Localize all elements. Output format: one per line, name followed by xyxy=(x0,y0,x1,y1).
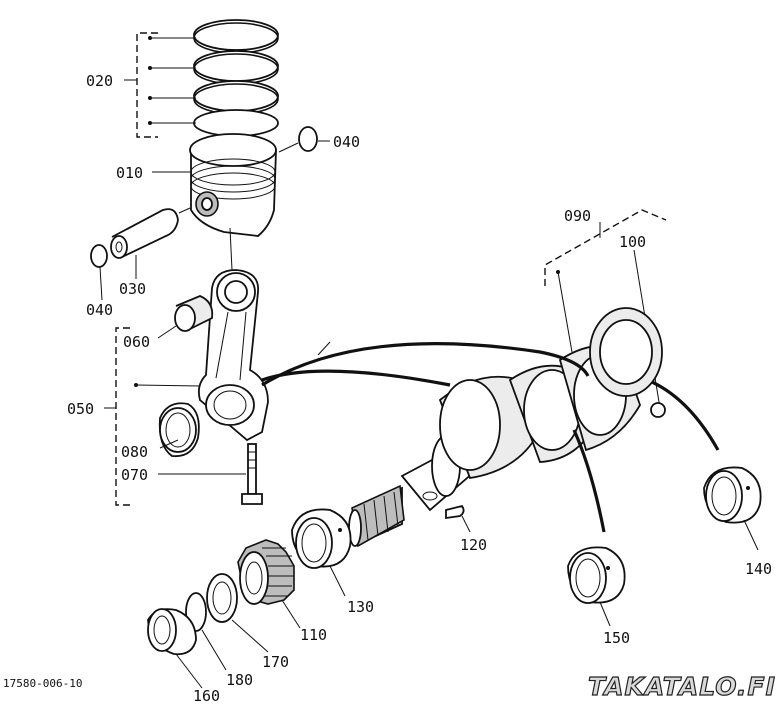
label-070: 070 xyxy=(121,466,148,484)
small-end-bushing xyxy=(174,295,214,332)
collar-160 xyxy=(147,608,197,656)
label-110: 110 xyxy=(300,626,327,644)
drawing-code: 17580-006-10 xyxy=(3,677,82,690)
snap-ring-lower xyxy=(90,244,108,268)
label-140: 140 xyxy=(745,560,772,578)
main-bearing-middle xyxy=(567,546,626,604)
piston-pin xyxy=(110,208,179,259)
group-bracket-020 xyxy=(124,32,196,138)
label-170: 170 xyxy=(262,653,289,671)
label-160: 160 xyxy=(193,687,220,704)
conrod-bracket xyxy=(104,327,201,506)
piston xyxy=(189,133,277,237)
label-040-lower: 040 xyxy=(86,301,113,319)
connecting-rod xyxy=(197,269,269,442)
label-080: 080 xyxy=(121,443,148,461)
label-020: 020 xyxy=(86,72,113,90)
label-040-upper: 040 xyxy=(333,133,360,151)
label-010: 010 xyxy=(116,164,143,182)
label-120: 120 xyxy=(460,536,487,554)
conrod-bolt xyxy=(241,443,263,505)
crankshaft xyxy=(348,307,666,548)
label-130: 130 xyxy=(347,598,374,616)
woodruff-key xyxy=(445,504,465,520)
crank-gear xyxy=(237,539,295,605)
piston-rings xyxy=(193,19,279,137)
label-100: 100 xyxy=(619,233,646,251)
label-060: 060 xyxy=(123,333,150,351)
bigend-bearing xyxy=(158,402,200,458)
label-050: 050 xyxy=(67,400,94,418)
label-180: 180 xyxy=(226,671,253,689)
label-150: 150 xyxy=(603,629,630,647)
watermark: TAKATALO.FI xyxy=(588,672,776,701)
main-bearing-rear xyxy=(703,466,762,524)
collar-170 xyxy=(206,573,238,623)
main-bearing-front xyxy=(291,508,352,569)
crankshaft-bracket xyxy=(544,209,667,353)
snap-ring-upper xyxy=(298,126,318,152)
label-090: 090 xyxy=(564,207,591,225)
label-030: 030 xyxy=(119,280,146,298)
